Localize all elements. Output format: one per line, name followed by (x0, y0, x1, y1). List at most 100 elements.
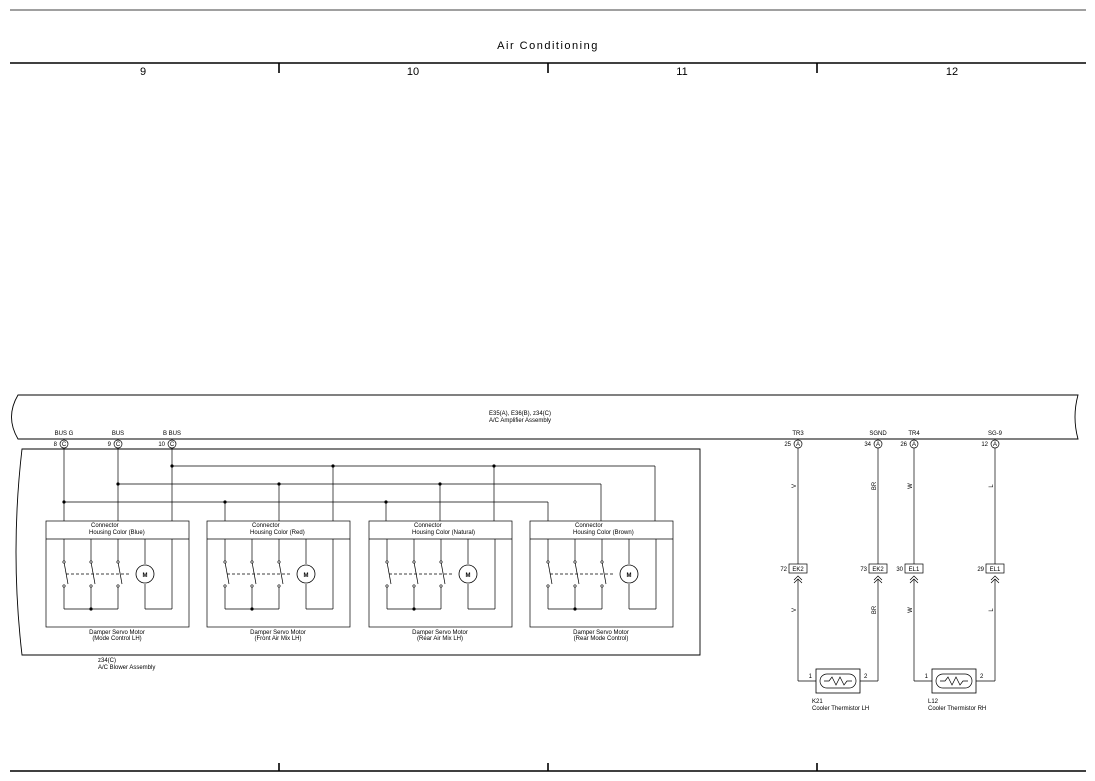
switch-contact (250, 584, 254, 588)
motor-symbol: M (143, 573, 148, 579)
servo-housing-line2: Housing Color (Blue) (89, 530, 145, 536)
switch-contact (277, 584, 281, 588)
switch-contact (116, 560, 120, 564)
switch-blade (547, 561, 553, 585)
bus-junction-dots (62, 464, 496, 504)
switch-contact (573, 560, 577, 564)
diagram-title: Air Conditioning (497, 40, 599, 52)
switch-contact (62, 584, 66, 588)
thermistor-pin-1: 1 (809, 674, 813, 680)
motor-icon (296, 564, 316, 584)
switch-blade (413, 561, 419, 585)
switch-contact (223, 584, 227, 588)
terminal-conn: A (912, 442, 916, 448)
servo-housing-line2: Housing Color (Brown) (573, 530, 634, 536)
servo-name-line2: (Front Air Mix LH) (254, 636, 301, 642)
upper-wire-color: W (908, 483, 914, 489)
bus-wiring (63, 448, 656, 521)
motor-icon (458, 564, 478, 584)
terminal-pin-8: 8 (54, 442, 58, 448)
motor-symbol: M (304, 573, 309, 579)
terminal-label: SGND (869, 431, 887, 437)
thermistor-element (935, 673, 973, 689)
diagram-header: Air Conditioning 9 10 11 12 (10, 9, 1086, 78)
column-number-11: 11 (676, 66, 687, 78)
switch-blade (90, 561, 96, 585)
terminal-conn: A (796, 442, 800, 448)
lower-wire-color: V (792, 608, 798, 612)
thermistor-pin-2: 2 (980, 674, 984, 680)
junction-dot (573, 607, 577, 611)
servo-motor-box (368, 520, 513, 628)
amplifier-assembly: E35(A), E36(B), z34(C) A/C Amplifier Ass… (11, 394, 1079, 440)
junction-pin: 29 (977, 567, 984, 573)
thermistor-resistor-icon (940, 676, 968, 686)
servo-name-line1: Damper Servo Motor (89, 630, 145, 636)
terminal-pin-9: 9 (108, 442, 112, 448)
junction-dot (89, 607, 93, 611)
junction-pin: 72 (780, 567, 787, 573)
terminal-pin: 25 (784, 442, 791, 448)
servo-name-line1: Damper Servo Motor (250, 630, 306, 636)
switch-contact (89, 584, 93, 588)
column-number-10: 10 (407, 66, 419, 78)
switch-blade (440, 561, 446, 585)
servo-housing-line2: Housing Color (Natural) (412, 530, 475, 536)
switch-contact (89, 560, 93, 564)
switch-contact (412, 560, 416, 564)
servo-name-line2: (Rear Mode Control) (574, 636, 629, 642)
servo-housing-line1: Connector (575, 523, 603, 529)
terminal-conn-c-1: C (62, 442, 67, 448)
blower-name: A/C Blower Assembly (98, 665, 155, 671)
thermistor-name: Cooler Thermistor LH (812, 706, 869, 712)
thermistor-code: K21 (812, 699, 823, 705)
switch-contact (546, 560, 550, 564)
junction-connector-box (904, 563, 924, 574)
switch-contact (439, 560, 443, 564)
switch-blade (278, 561, 284, 585)
terminal-label-bus: BUS (112, 431, 124, 437)
switch-contact (573, 584, 577, 588)
junction-connector-box (868, 563, 888, 574)
junction-connector-code: EL1 (909, 567, 920, 573)
servo-name-line2: (Rear Air Mix LH) (417, 636, 463, 642)
blower-assembly: z34(C) A/C Blower Assembly (15, 448, 701, 671)
lower-wire-color: BR (872, 605, 878, 614)
blower-terminals: BUS G BUS B BUS 8 9 10 C C C (54, 431, 181, 449)
terminal-label: TR3 (792, 431, 804, 437)
servo-motor-box (45, 520, 190, 628)
switch-contact (116, 584, 120, 588)
junction-dot (250, 607, 254, 611)
junction-connector-box (788, 563, 808, 574)
junction-connector-code: EL1 (990, 567, 1001, 573)
servo-name-line2: (Mode Control LH) (92, 636, 141, 642)
switch-contact (385, 584, 389, 588)
thermistor-pin-1: 1 (925, 674, 929, 680)
motor-symbol: M (466, 573, 471, 579)
switch-blade (601, 561, 607, 585)
motor-icon (619, 564, 639, 584)
switch-blade (224, 561, 230, 585)
thermistor-resistor-icon (824, 676, 852, 686)
switch-contact (223, 560, 227, 564)
terminal-label-b-bus: B BUS (163, 431, 181, 437)
upper-wire-color: BR (872, 481, 878, 490)
terminal-conn: A (876, 442, 880, 448)
junction-connector-box (985, 563, 1005, 574)
terminal-pin: 34 (864, 442, 871, 448)
upper-wire-color: V (792, 484, 798, 488)
blower-connector: z34(C) (98, 658, 116, 664)
junction-connector-code: EK2 (792, 567, 804, 573)
switch-contact (385, 560, 389, 564)
terminal-pin: 12 (981, 442, 988, 448)
terminal-label: TR4 (908, 431, 920, 437)
